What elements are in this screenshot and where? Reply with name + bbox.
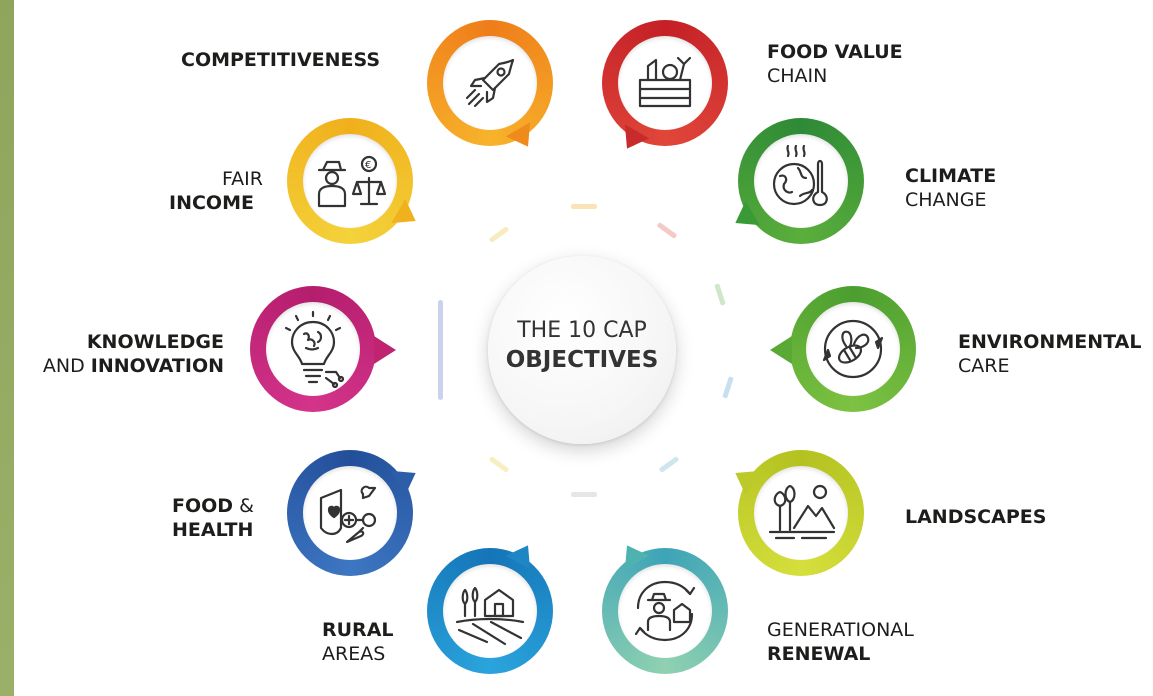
objective-fair-income: € bbox=[287, 118, 423, 244]
center-title-line1: THE 10 CAP bbox=[517, 318, 647, 343]
bee-icon bbox=[822, 319, 884, 379]
center-title-line2: OBJECTIVES bbox=[505, 347, 659, 373]
crate-icon bbox=[638, 56, 692, 108]
objective-generational-renewal bbox=[602, 538, 728, 674]
objective-knowledge-innovation bbox=[250, 286, 396, 412]
label-food-value-chain: FOOD VALUE CHAIN bbox=[767, 41, 903, 87]
ring-dash bbox=[571, 492, 597, 497]
label-climate-change: CLIMATE CHANGE bbox=[905, 165, 997, 211]
objective-climate-change bbox=[728, 118, 864, 244]
label-rural-areas: RURAL AREAS bbox=[322, 619, 394, 665]
label-fair-income: FAIR INCOME bbox=[169, 168, 263, 214]
young-farmer-icon bbox=[634, 580, 696, 642]
farmer-scales-icon: € bbox=[317, 155, 387, 208]
lightbulb-brain-icon bbox=[284, 310, 345, 389]
rocket-icon bbox=[465, 58, 515, 108]
objective-environmental-care bbox=[770, 286, 916, 412]
ring-dash bbox=[438, 300, 443, 400]
objective-food-value-chain bbox=[602, 20, 728, 156]
objective-rural-areas bbox=[427, 538, 553, 674]
landscape-icon bbox=[768, 484, 836, 540]
globe-thermometer-icon bbox=[772, 144, 828, 207]
ring-dash bbox=[571, 204, 597, 209]
label-competitiveness: COMPETITIVENESS bbox=[181, 49, 381, 71]
svg-text:€: € bbox=[365, 160, 371, 171]
label-food-health: FOOD & HEALTH bbox=[172, 495, 254, 541]
village-icon bbox=[455, 586, 525, 646]
label-knowledge-innovation: KNOWLEDGE AND INNOVATION bbox=[42, 331, 224, 377]
health-food-icon bbox=[319, 485, 377, 544]
label-generational-renewal: GENERATIONAL RENEWAL bbox=[767, 619, 914, 665]
label-environmental-care: ENVIRONMENTAL CARE bbox=[958, 331, 1142, 377]
objective-landscapes bbox=[728, 450, 864, 576]
objective-competitiveness bbox=[427, 20, 553, 154]
center-circle: THE 10 CAP OBJECTIVES bbox=[488, 256, 676, 444]
label-landscapes: LANDSCAPES bbox=[905, 506, 1047, 528]
objective-food-health bbox=[287, 450, 423, 576]
